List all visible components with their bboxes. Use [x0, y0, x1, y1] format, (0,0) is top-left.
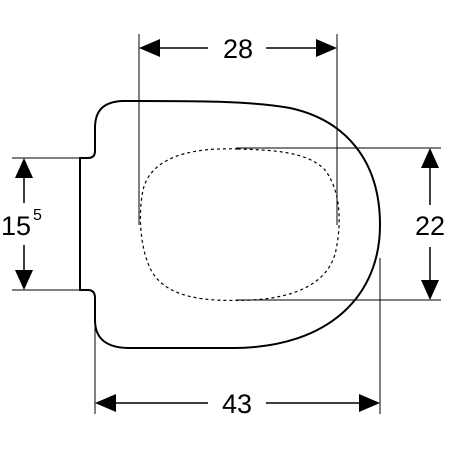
arrow-left-icon: [139, 39, 160, 57]
seat-opening-dashed: [139, 148, 340, 301]
top-width-label: 28: [223, 34, 253, 64]
right-height-dimension: 22: [236, 147, 445, 301]
arrow-down-icon: [15, 270, 33, 290]
bottom-width-dimension: 43: [94, 258, 381, 419]
left-height-label: 15: [1, 211, 31, 241]
seat-outline: [79, 100, 382, 349]
arrow-left-icon: [95, 394, 116, 412]
bottom-width-label: 43: [222, 389, 252, 419]
arrow-right-icon: [316, 39, 337, 57]
top-width-dimension: 28: [138, 34, 338, 225]
right-height-label: 22: [415, 211, 445, 241]
left-height-superscript: 5: [33, 207, 42, 224]
arrow-right-icon: [359, 394, 380, 412]
arrow-up-icon: [421, 148, 439, 168]
arrow-up-icon: [15, 158, 33, 178]
left-height-dimension: 15 5: [1, 157, 80, 291]
arrow-down-icon: [421, 280, 439, 300]
